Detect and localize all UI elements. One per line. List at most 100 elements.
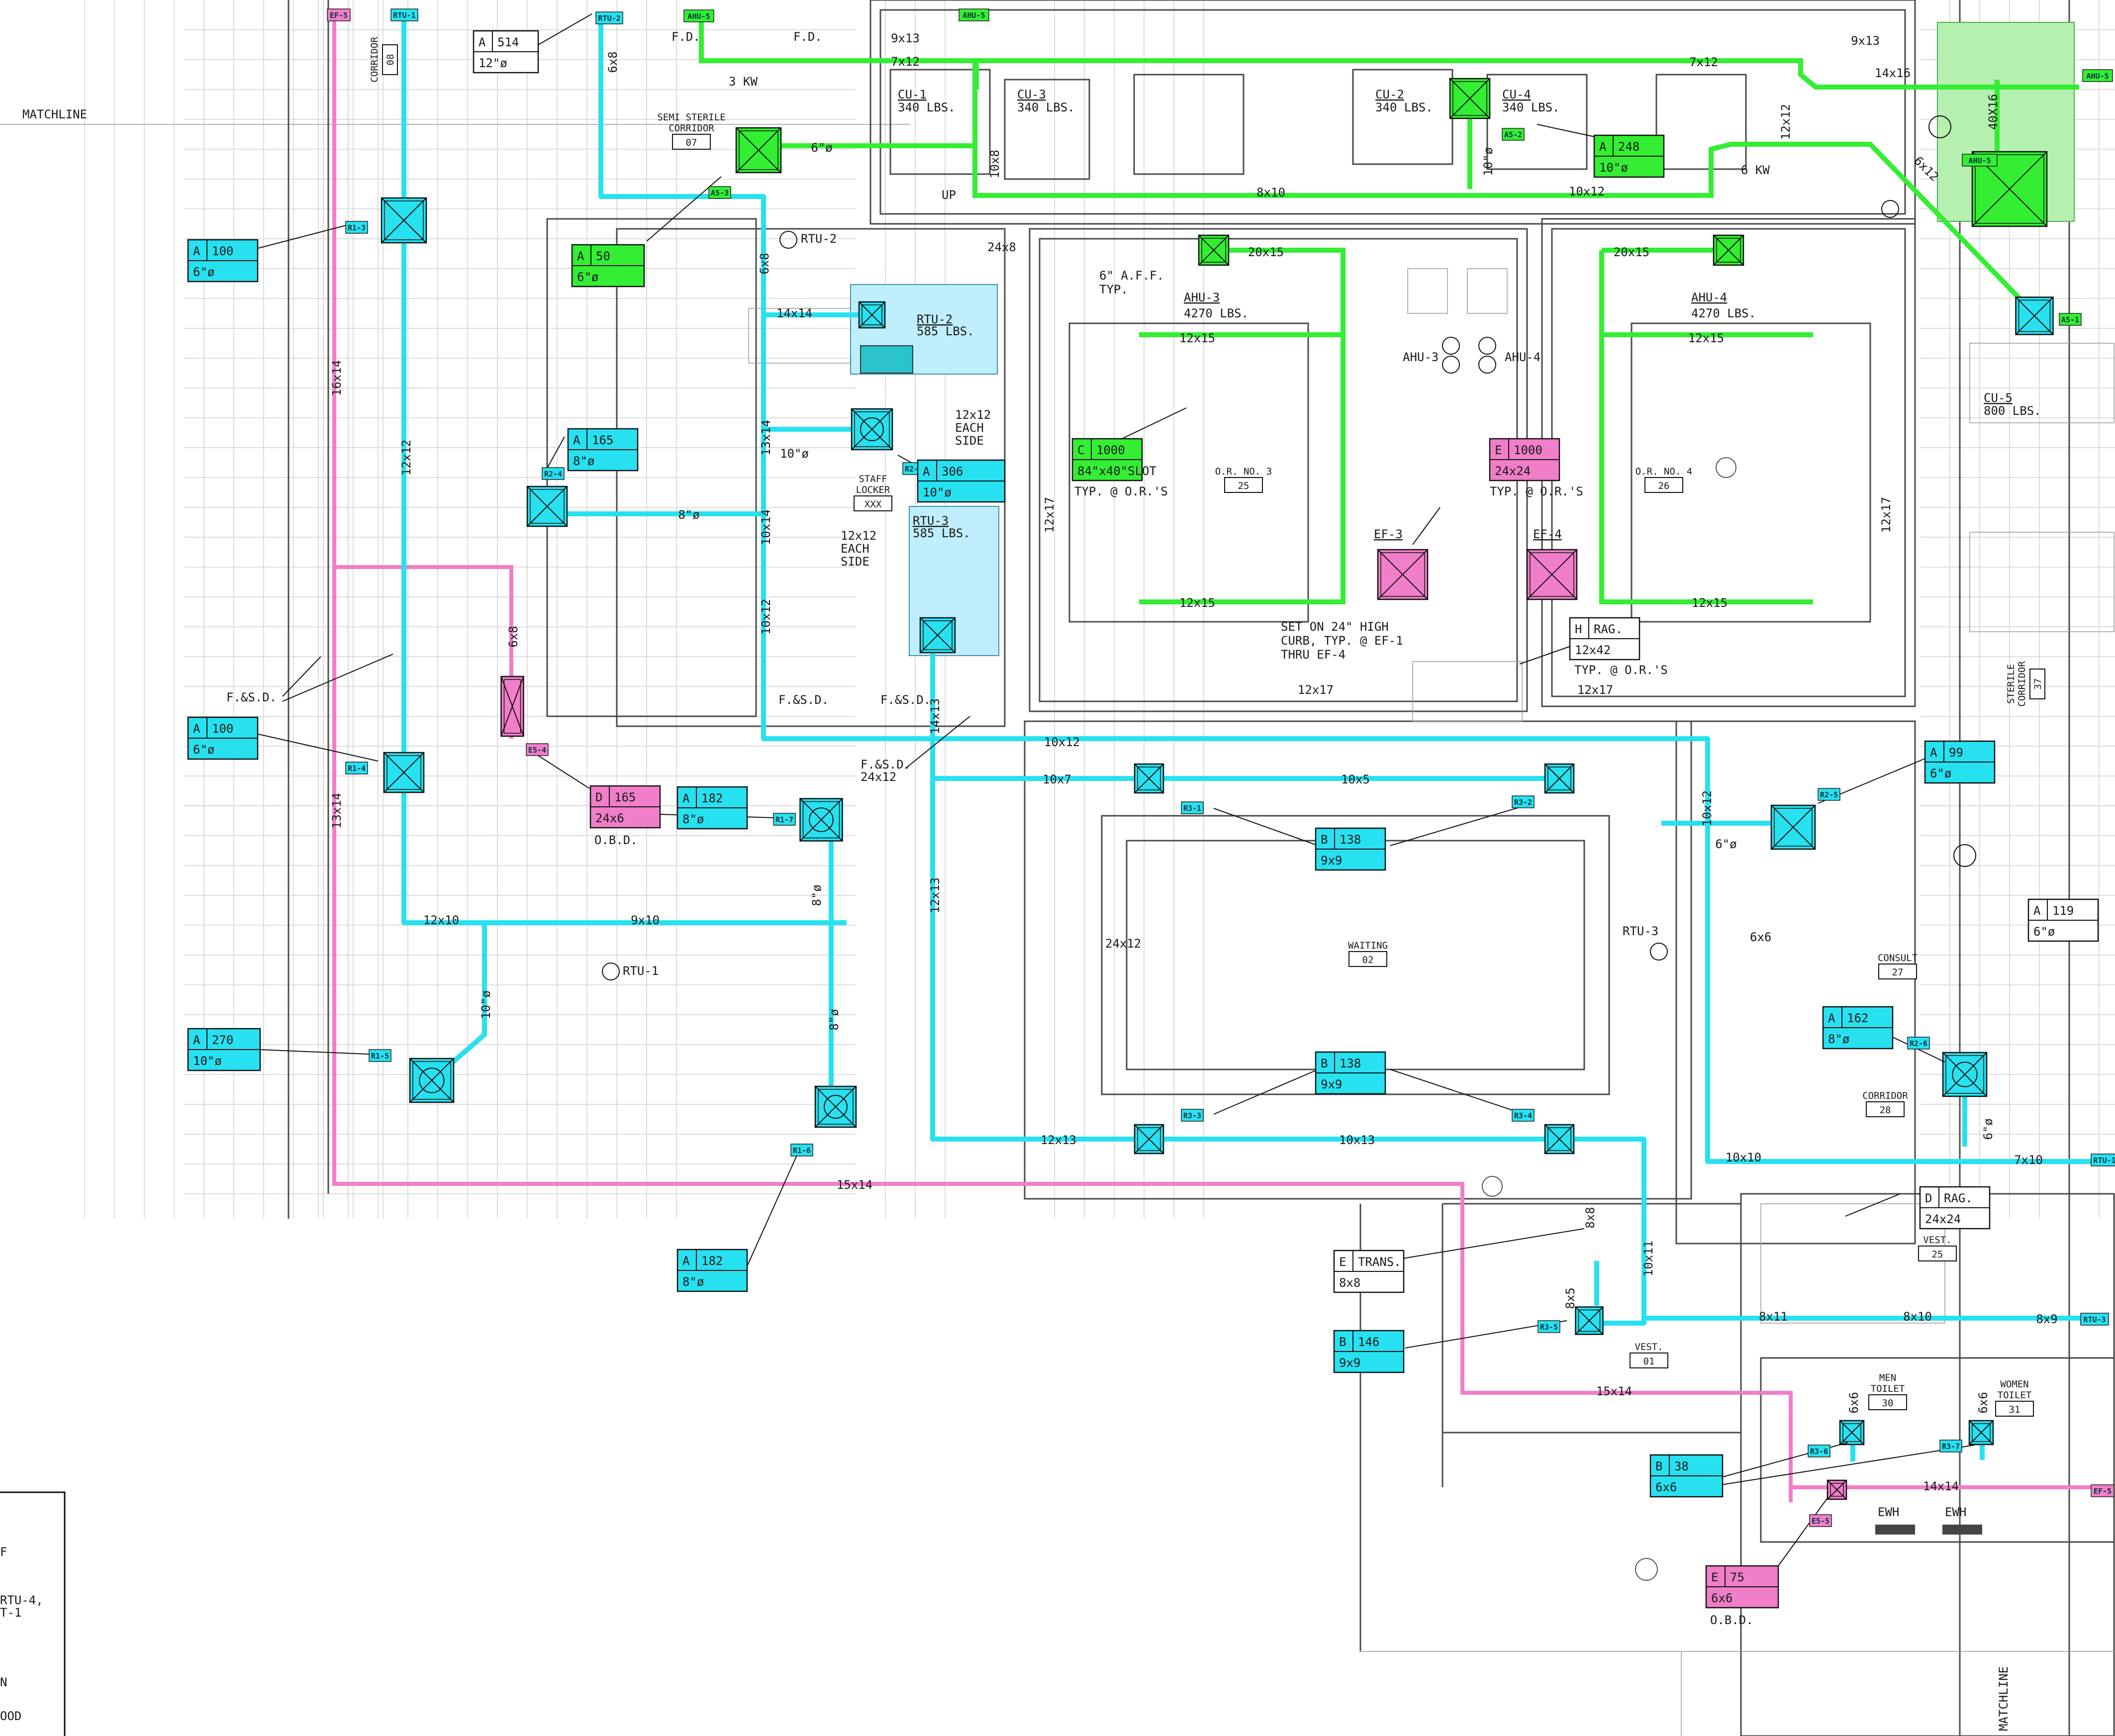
equipment-tag-box xyxy=(2059,313,2082,326)
duct-size-label: 24x12 xyxy=(861,770,896,784)
equipment-tag-box xyxy=(1809,1514,1832,1527)
duct-size-label: 15x14 xyxy=(1596,1384,1632,1398)
equipment-tag: R1-4 xyxy=(348,764,366,773)
svg-text:SEMI STERILE: SEMI STERILE xyxy=(657,112,725,123)
duct-size-label: 24x8 xyxy=(987,240,1016,254)
cu1-label: CU-1 xyxy=(898,88,927,101)
duct-size-label: 9x13 xyxy=(891,31,920,45)
diffuser-type: A xyxy=(1828,1011,1835,1025)
equipment-tag-box xyxy=(1502,128,1525,141)
equipment-tag: RTU-1 xyxy=(2093,1156,2115,1165)
legend-text: N xyxy=(0,1675,7,1689)
diffuser-cfm: 1000 xyxy=(1096,443,1125,457)
equipment-tag-box xyxy=(959,8,989,21)
cu4-label: CU-4 xyxy=(1502,88,1531,101)
duct-size-label: 8"ø xyxy=(678,508,699,522)
equipment-tag: E5-4 xyxy=(528,746,546,755)
note-line: AHU-3 xyxy=(1403,350,1439,364)
equipment-tag: AHU-5 xyxy=(687,12,710,21)
diffuser-type: E xyxy=(1711,1570,1718,1584)
svg-text:XXX: XXX xyxy=(865,499,882,510)
duct-size-label: 14x13 xyxy=(928,698,942,734)
duct-size-label: 10x12 xyxy=(1569,185,1605,198)
legend-text: T-1 xyxy=(0,1606,21,1620)
note-line: CURB, TYP. @ EF-1 xyxy=(1281,634,1403,648)
ceiling-grid xyxy=(84,0,2115,1219)
equipment-tag-box xyxy=(2080,1313,2109,1326)
equipment-tag: R1-7 xyxy=(775,815,793,824)
diffuser-size: 10"ø xyxy=(193,1054,222,1068)
svg-text:25: 25 xyxy=(1238,481,1250,491)
equipment-tag-box xyxy=(790,1144,813,1157)
diffuser-size: 8"ø xyxy=(573,454,594,468)
duct-size-label: 6x6 xyxy=(1976,1392,1990,1413)
duct-size-label: 20x15 xyxy=(1248,245,1284,259)
diffuser-cfm: 306 xyxy=(942,465,963,479)
diffuser-type: H xyxy=(1575,622,1582,636)
duct-size-label: 12x13 xyxy=(928,877,942,913)
diffuser-type: B xyxy=(1655,1459,1662,1473)
duct-size-label: 10x7 xyxy=(1043,772,1071,786)
up-note: UP xyxy=(942,188,956,202)
ahu3-label: AHU-3 xyxy=(1184,290,1220,304)
equipment-tag: AHU-5 xyxy=(2086,72,2109,81)
diffuser-size: 8"ø xyxy=(682,812,704,826)
duct-size-label: 10x14 xyxy=(759,509,773,545)
diffuser-cfm: 146 xyxy=(1358,1335,1379,1349)
diffuser-type: E xyxy=(1339,1255,1346,1269)
note-line: TYP. @ O.R.'S xyxy=(1074,484,1168,498)
diffuser-type: B xyxy=(1339,1335,1346,1349)
room-label: VEST.01 xyxy=(1630,1342,1668,1368)
note-line: 6" A.F.F. xyxy=(1099,269,1164,283)
duct-size-label: 10x12 xyxy=(759,599,773,635)
fire-damper-note: F.D. xyxy=(793,30,822,44)
duct-size-label: 6x8 xyxy=(506,626,520,647)
equipment-tag-box xyxy=(1939,1440,1962,1452)
diffuser-type: A xyxy=(1930,746,1937,760)
ahu4-weight: 4270 LBS. xyxy=(1691,306,1756,320)
equipment-tag-box xyxy=(1808,1445,1830,1457)
equipment-tag-box xyxy=(1181,1109,1204,1122)
diffuser-size: 8"ø xyxy=(1828,1032,1849,1046)
matchline-label: MATCHLINE xyxy=(22,107,87,121)
equipment-tag-box xyxy=(1962,154,1998,167)
svg-text:CORRIDOR: CORRIDOR xyxy=(669,123,714,134)
room-label: O.R. NO. 426 xyxy=(1635,466,1692,493)
equipment-tag-box xyxy=(595,11,623,24)
duct-size-label: 8x9 xyxy=(2036,1312,2057,1326)
svg-text:VEST.: VEST. xyxy=(1923,1235,1951,1246)
legend-text: RTU-4, xyxy=(0,1593,43,1607)
diffuser-size: 12x42 xyxy=(1575,643,1611,657)
diffuser-size: 8x8 xyxy=(1339,1276,1360,1290)
equipment-tag: RTU-3 xyxy=(2083,1315,2106,1324)
note-line: SIDE xyxy=(841,555,869,569)
cu3-weight: 340 LBS. xyxy=(1017,100,1075,114)
fire-smoke-damper-note: F.&S.D. xyxy=(226,690,277,704)
diffuser-type: A xyxy=(193,722,200,736)
diffuser-size: 6x6 xyxy=(1711,1591,1732,1605)
svg-text:MEN: MEN xyxy=(1879,1372,1896,1383)
svg-text:26: 26 xyxy=(1658,481,1670,491)
diffuser-size: 24x24 xyxy=(1925,1212,1961,1226)
diffuser-cfm: 165 xyxy=(592,433,613,447)
duct-size-label: 12x17 xyxy=(1043,497,1057,533)
note-line: TYP. xyxy=(1099,283,1128,296)
duct-size-label: 10x8 xyxy=(988,150,1002,179)
duct-size-label: 10x12 xyxy=(1044,735,1080,749)
diffuser-type: A xyxy=(193,244,200,258)
equipment-tag-box xyxy=(2091,1154,2115,1166)
duct-size-label: 6"ø xyxy=(1715,837,1736,851)
equipment-tag: R3-1 xyxy=(1183,804,1201,813)
duct-size-label: 14x16 xyxy=(1875,66,1911,80)
note-line: THRU EF-4 xyxy=(1281,648,1346,662)
diffuser-size: 8"ø xyxy=(682,1275,704,1289)
diffuser-size: 6"ø xyxy=(193,265,214,279)
